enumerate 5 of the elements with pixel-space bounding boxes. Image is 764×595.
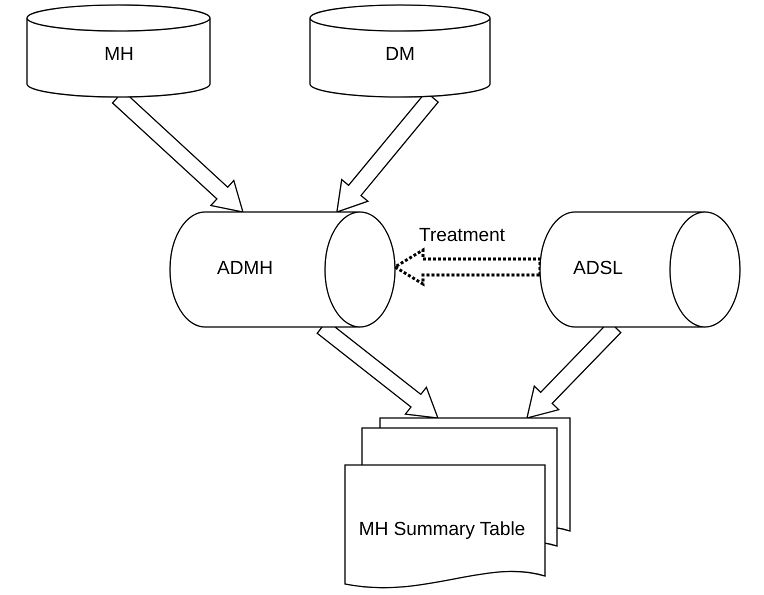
node-label: DM (385, 44, 415, 66)
node-label: MH (104, 44, 134, 66)
node-label: ADSL (573, 258, 623, 280)
node-label: MH Summary Table (358, 519, 526, 541)
node-label: ADMH (217, 258, 273, 280)
